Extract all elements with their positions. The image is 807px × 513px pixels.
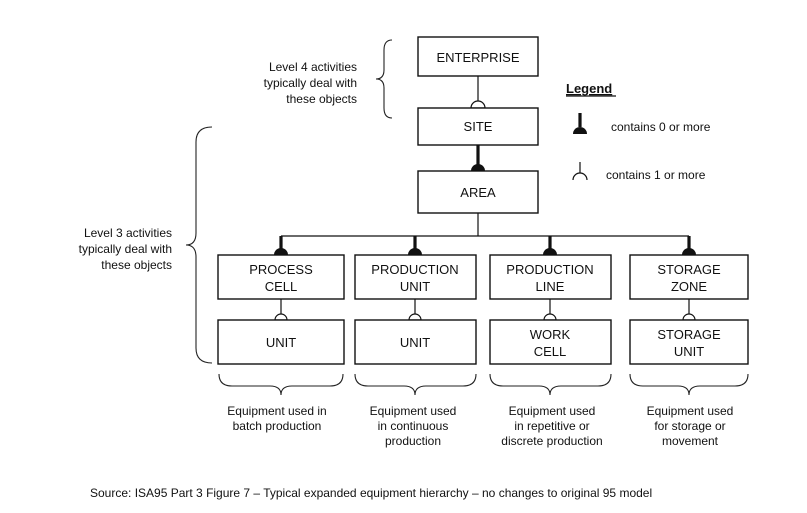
legend-zero-or-more-icon (573, 127, 587, 134)
storage-brace (629, 373, 749, 396)
node-unit-batch: UNIT (217, 319, 345, 365)
equipment-note-batch-line2: batch production (233, 419, 322, 433)
node-production-line-label-line2: LINE (536, 279, 565, 294)
level4-note-line3: these objects (286, 92, 357, 106)
discrete-brace (489, 373, 612, 396)
one-or-more-marker (682, 313, 696, 321)
zero-or-more-marker (471, 164, 485, 171)
legend-zero-or-more-label: contains 0 or more (611, 120, 711, 134)
node-area: AREA (417, 170, 539, 214)
equipment-note-discrete-line3: discrete production (501, 434, 602, 448)
node-process-cell-label-line2: CELL (265, 279, 298, 294)
figure-caption: Source: ISA95 Part 3 Figure 7 – Typical … (90, 486, 652, 500)
node-area-label: AREA (460, 185, 496, 200)
equipment-note-batch: Equipment used in batch production (227, 404, 326, 433)
equipment-note-discrete-line2: in repetitive or (514, 419, 589, 433)
equipment-note-discrete-line1: Equipment used (509, 404, 596, 418)
equipment-note-storage-line2: for storage or (654, 419, 725, 433)
node-storage-unit-label-line2: UNIT (674, 344, 704, 359)
node-enterprise-label: ENTERPRISE (436, 50, 519, 65)
node-unit-continuous: UNIT (354, 319, 477, 365)
node-work-cell-label-line1: WORK (530, 327, 571, 342)
node-storage-unit-label-line1: STORAGE (657, 327, 721, 342)
one-or-more-marker (274, 313, 288, 321)
node-unit-batch-label: UNIT (266, 335, 296, 350)
level3-annotation: Level 3 activities typically deal with t… (79, 126, 213, 364)
equipment-note-discrete: Equipment used in repetitive or discrete… (501, 404, 602, 448)
node-unit-continuous-label: UNIT (400, 335, 430, 350)
level3-note-line3: these objects (101, 258, 172, 272)
node-production-line: PRODUCTION LINE (489, 254, 612, 300)
node-enterprise: ENTERPRISE (417, 36, 539, 77)
node-storage-zone: STORAGE ZONE (629, 254, 749, 300)
level4-note-line2: typically deal with (264, 76, 357, 90)
node-work-cell-label-line2: CELL (534, 344, 567, 359)
node-site: SITE (417, 107, 539, 146)
equipment-note-storage-line1: Equipment used (647, 404, 734, 418)
node-production-line-label-line1: PRODUCTION (506, 262, 593, 277)
node-process-cell-label-line1: PROCESS (249, 262, 313, 277)
legend-one-or-more-icon (572, 172, 588, 181)
level3-brace (185, 126, 213, 364)
zero-or-more-marker (274, 248, 288, 255)
level4-annotation: Level 4 activities typically deal with t… (264, 39, 393, 119)
batch-brace (218, 373, 344, 396)
continuous-brace (354, 373, 477, 396)
equipment-note-batch-line1: Equipment used in (227, 404, 326, 418)
one-or-more-marker (543, 313, 557, 321)
node-storage-zone-label-line1: STORAGE (657, 262, 721, 277)
node-production-unit-label-line1: PRODUCTION (371, 262, 458, 277)
node-production-unit: PRODUCTION UNIT (354, 254, 477, 300)
equipment-note-storage-line3: movement (662, 434, 719, 448)
level4-brace (375, 39, 393, 119)
zero-or-more-marker (408, 248, 422, 255)
equipment-note-continuous-line3: production (385, 434, 441, 448)
zero-or-more-marker (682, 248, 696, 255)
equipment-note-storage: Equipment used for storage or movement (647, 404, 734, 448)
level3-note-line1: Level 3 activities (84, 226, 172, 240)
equipment-note-continuous-line2: in continuous (378, 419, 449, 433)
node-storage-unit: STORAGE UNIT (629, 319, 749, 365)
legend: Legend contains 0 or more contains 1 or … (566, 81, 711, 182)
legend-one-or-more-label: contains 1 or more (606, 168, 706, 182)
node-production-unit-label-line2: UNIT (400, 279, 430, 294)
node-process-cell: PROCESS CELL (217, 254, 345, 300)
legend-title: Legend (566, 81, 612, 96)
zero-or-more-marker (543, 248, 557, 255)
level4-note-line1: Level 4 activities (269, 60, 357, 74)
one-or-more-marker (408, 313, 422, 321)
node-site-label: SITE (464, 119, 493, 134)
node-work-cell: WORK CELL (489, 319, 612, 365)
node-storage-zone-label-line2: ZONE (671, 279, 707, 294)
one-or-more-marker (470, 100, 486, 109)
equipment-note-continuous: Equipment used in continuous production (370, 404, 457, 448)
level3-note-line2: typically deal with (79, 242, 172, 256)
equipment-note-continuous-line1: Equipment used (370, 404, 457, 418)
